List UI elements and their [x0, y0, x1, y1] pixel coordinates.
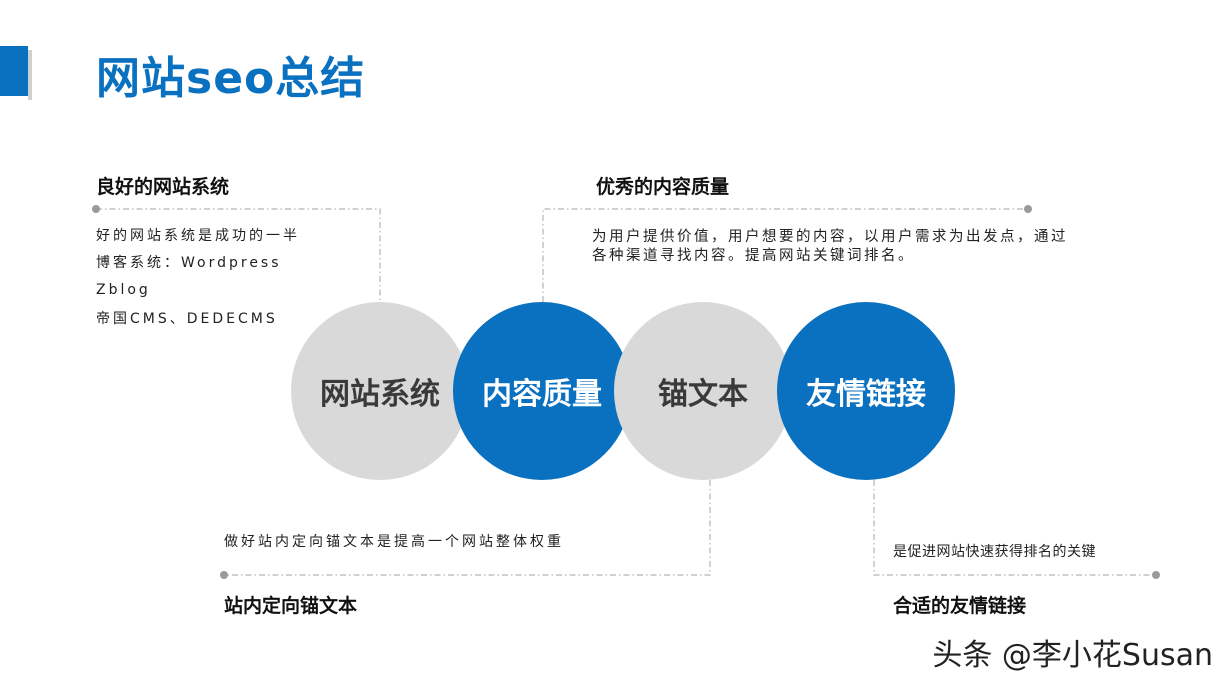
circle-friendly-links: 友情链接 [777, 302, 955, 480]
page-title: 网站seo总结 [96, 53, 366, 104]
content-text: 为用户提供价值，用户想要的内容，以用户需求为出发点，通过各种渠道寻找内容。提高网… [592, 229, 1068, 264]
circle-label-anchor-text: 锚文本 [658, 377, 748, 412]
circle-label-website-system: 网站系统 [320, 377, 440, 412]
title-accent-bar [0, 46, 32, 100]
circle-label-content-quality: 内容质量 [482, 377, 602, 412]
links-heading: 合适的友情链接 [893, 595, 1027, 617]
system-line-1: 好的网站系统是成功的一半 [96, 228, 300, 244]
circle-website-system: 网站系统 [291, 302, 469, 480]
connector-system [96, 208, 381, 302]
anchor-heading: 站内定向锚文本 [224, 595, 358, 617]
anchor-text: 做好站内定向锚文本是提高一个网站整体权重 [224, 534, 564, 550]
connector-links [873, 480, 1156, 576]
circle-anchor-text: 锚文本 [614, 302, 792, 480]
connector-dot-anchor [220, 571, 228, 579]
connector-dot-links [1152, 571, 1160, 579]
system-heading: 良好的网站系统 [96, 176, 230, 198]
circle-label-friendly-links: 友情链接 [806, 377, 926, 412]
content-heading: 优秀的内容质量 [596, 176, 730, 198]
links-text: 是促进网站快速获得排名的关键 [893, 544, 1096, 560]
connector-content [542, 208, 1028, 302]
connector-dot-system [92, 205, 100, 213]
circle-content-quality: 内容质量 [453, 302, 631, 480]
connector-dot-content [1024, 205, 1032, 213]
system-line-2: 博客系统：Wordpress [96, 255, 282, 271]
system-line-3: Zblog [96, 282, 151, 298]
connector-anchor [224, 480, 711, 576]
watermark: 头条 @李小花Susan [932, 638, 1213, 673]
system-line-4: 帝国CMS、DEDECMS [96, 311, 278, 327]
